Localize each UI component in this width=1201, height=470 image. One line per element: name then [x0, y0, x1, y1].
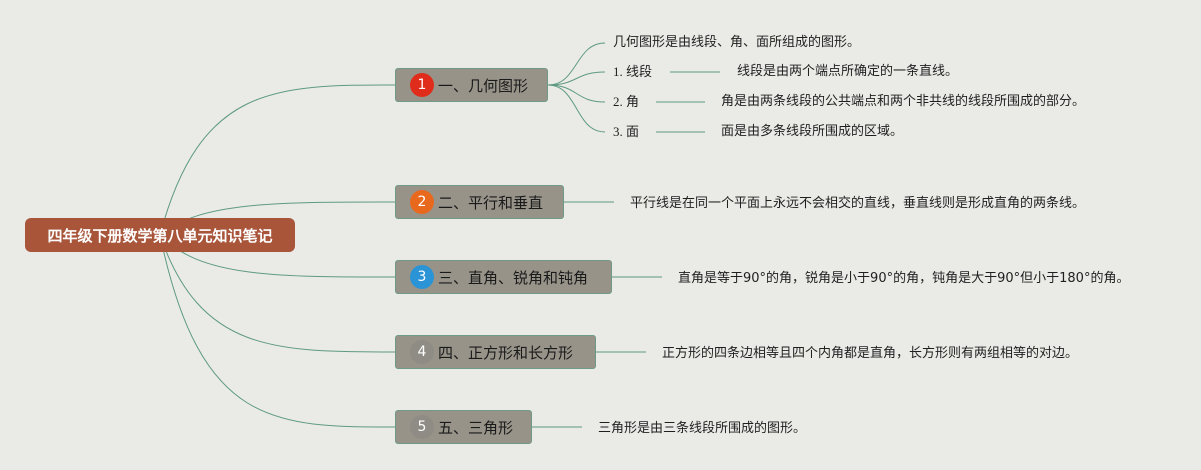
- sub-topic-face[interactable]: 3. 面: [613, 124, 640, 139]
- badge-4-icon: 4: [410, 340, 434, 364]
- badge-3-icon: 3: [410, 265, 434, 289]
- sub-topic-angle[interactable]: 2. 角: [613, 94, 640, 109]
- branch-1-fan-line-4: [547, 84, 606, 133]
- root-label: 四年级下册数学第八单元知识笔记: [47, 226, 273, 245]
- branch-node-geometric-figures[interactable]: 1 一、几何图形: [395, 68, 548, 102]
- branch-3-detail: 直角是等于90°的角，锐角是小于90°的角，钝角是大于90°但小于180°的角。: [678, 271, 1130, 286]
- root-to-branch-1-line: [159, 84, 396, 236]
- sub-topic-line-segment[interactable]: 1. 线段: [613, 64, 653, 79]
- branch-5-detail: 三角形是由三条线段所围成的图形。: [598, 421, 807, 436]
- branch-1-fan-line-2: [547, 71, 606, 86]
- sub-topic-angle-detail: 角是由两条线段的公共端点和两个非共线的线段所围成的部分。: [721, 94, 1086, 109]
- root-to-branch-4-line: [159, 234, 396, 353]
- branch-label: 五、三角形: [438, 418, 514, 437]
- branch-1-fan-line-3: [547, 84, 606, 103]
- branch-node-triangle[interactable]: 5 五、三角形: [395, 410, 532, 444]
- branch-label: 三、直角、锐角和钝角: [438, 268, 589, 287]
- branch-1-fan-line-1: [547, 42, 606, 86]
- badge-1-icon: 1: [410, 73, 434, 97]
- root-node[interactable]: 四年级下册数学第八单元知识笔记: [25, 218, 295, 252]
- sub-topic-line-segment-detail: 线段是由两个端点所确定的一条直线。: [737, 64, 959, 79]
- branch-4-detail: 正方形的四条边相等且四个内角都是直角，长方形则有两组相等的对边。: [662, 346, 1079, 361]
- branch-node-angle-types[interactable]: 3 三、直角、锐角和钝角: [395, 260, 612, 294]
- root-to-branch-5-line: [159, 234, 396, 428]
- badge-5-icon: 5: [410, 415, 434, 439]
- branch-node-parallel-perpendicular[interactable]: 2 二、平行和垂直: [395, 185, 564, 219]
- sub-topic-face-detail: 面是由多条线段所围成的区域。: [721, 124, 904, 139]
- branch-node-square-rectangle[interactable]: 4 四、正方形和长方形: [395, 335, 596, 369]
- branch-label: 四、正方形和长方形: [438, 343, 574, 362]
- branch-label: 二、平行和垂直: [438, 193, 544, 212]
- branch-1-summary: 几何图形是由线段、角、面所组成的图形。: [613, 35, 861, 50]
- badge-2-icon: 2: [410, 190, 434, 214]
- branch-label: 一、几何图形: [438, 76, 529, 95]
- branch-2-detail: 平行线是在同一个平面上永远不会相交的直线，垂直线则是形成直角的两条线。: [630, 196, 1086, 211]
